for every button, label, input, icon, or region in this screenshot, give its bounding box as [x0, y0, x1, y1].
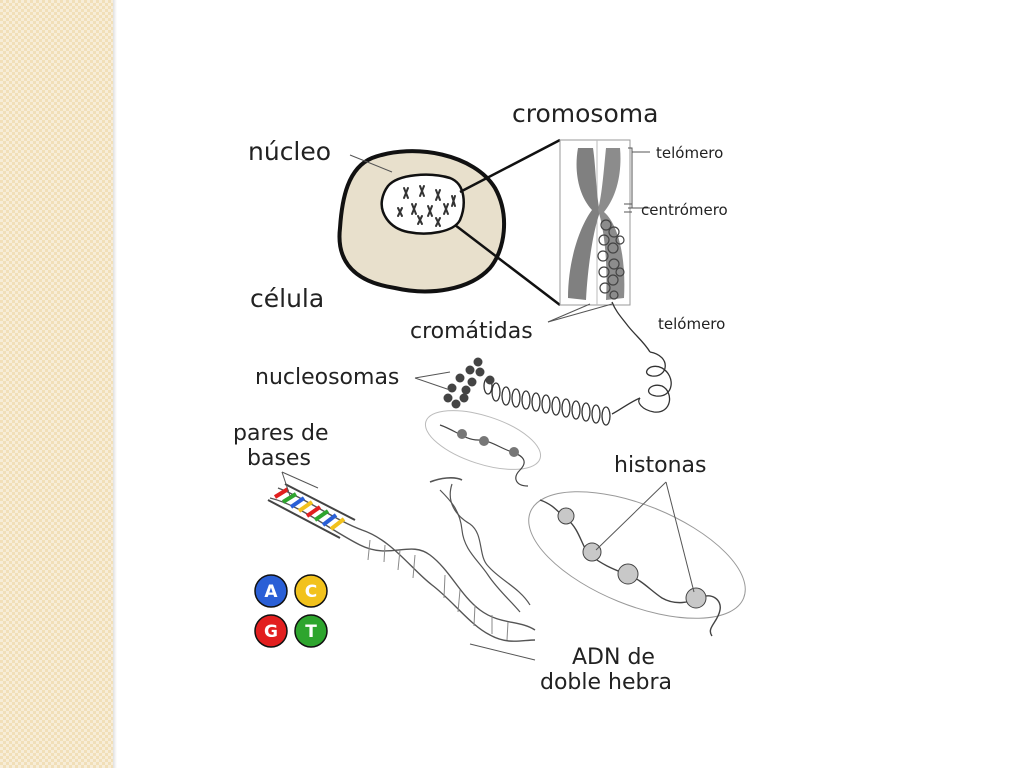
- label-nucleosomas: nucleosomas: [255, 365, 399, 390]
- nucleo-leader-line: [349, 154, 393, 173]
- label-telomero-bottom: telómero: [658, 315, 725, 333]
- adn-leader: [469, 643, 536, 661]
- base-c-letter: C: [305, 582, 317, 602]
- base-legend: A C G T: [254, 574, 328, 648]
- beads-on-string-zoom: [424, 410, 542, 487]
- solenoid-fiber: [483, 377, 611, 426]
- nucleosome-beads: [443, 357, 495, 409]
- nucleosomas-leaders: [414, 371, 451, 391]
- chromosome-panel: [547, 139, 650, 323]
- base-a: A: [254, 574, 288, 608]
- label-centromero: centrómero: [641, 201, 728, 219]
- base-pair-ladder: [267, 483, 356, 539]
- label-celula: célula: [250, 284, 324, 313]
- base-a-letter: A: [264, 582, 278, 602]
- decorative-side-strip: [0, 0, 113, 768]
- base-t-letter: T: [305, 622, 317, 642]
- label-cromatidas: cromátidas: [410, 319, 533, 344]
- chromosome-brackets: [624, 147, 650, 213]
- histones-zoom: [528, 481, 746, 637]
- chromosome-left-chromatid: [568, 148, 600, 300]
- label-histonas: histonas: [614, 453, 707, 478]
- dna-middle-helix: [429, 477, 531, 613]
- label-cromosoma: cromosoma: [512, 99, 658, 128]
- base-c: C: [294, 574, 328, 608]
- base-g: G: [254, 614, 288, 648]
- cromatidas-leader-left: [547, 303, 591, 323]
- chromatin-coil: [597, 219, 625, 300]
- histonas-leaders: [595, 481, 695, 593]
- histone-beads: [557, 507, 707, 609]
- label-nucleo: núcleo: [248, 137, 331, 166]
- zoom-lines: [454, 138, 561, 306]
- side-strip-shadow: [113, 0, 117, 768]
- label-adn-line2: doble hebra: [540, 670, 672, 695]
- base-g-letter: G: [264, 622, 278, 642]
- nucleus-chromosomes: [397, 185, 456, 227]
- label-telomero-top: telómero: [656, 144, 723, 162]
- label-adn-line1: ADN de: [572, 645, 655, 670]
- label-pares-de-bases-line1: pares de: [233, 421, 329, 446]
- cell: [337, 149, 507, 294]
- cromatidas-leader-right: [547, 303, 613, 323]
- chromatin-fiber: [483, 301, 672, 426]
- label-pares-de-bases-line2: bases: [247, 446, 311, 471]
- pares-de-bases-leaders: [281, 471, 319, 497]
- base-t: T: [294, 614, 328, 648]
- dna-rungs: [367, 539, 509, 641]
- cell-nucleus: [380, 173, 465, 235]
